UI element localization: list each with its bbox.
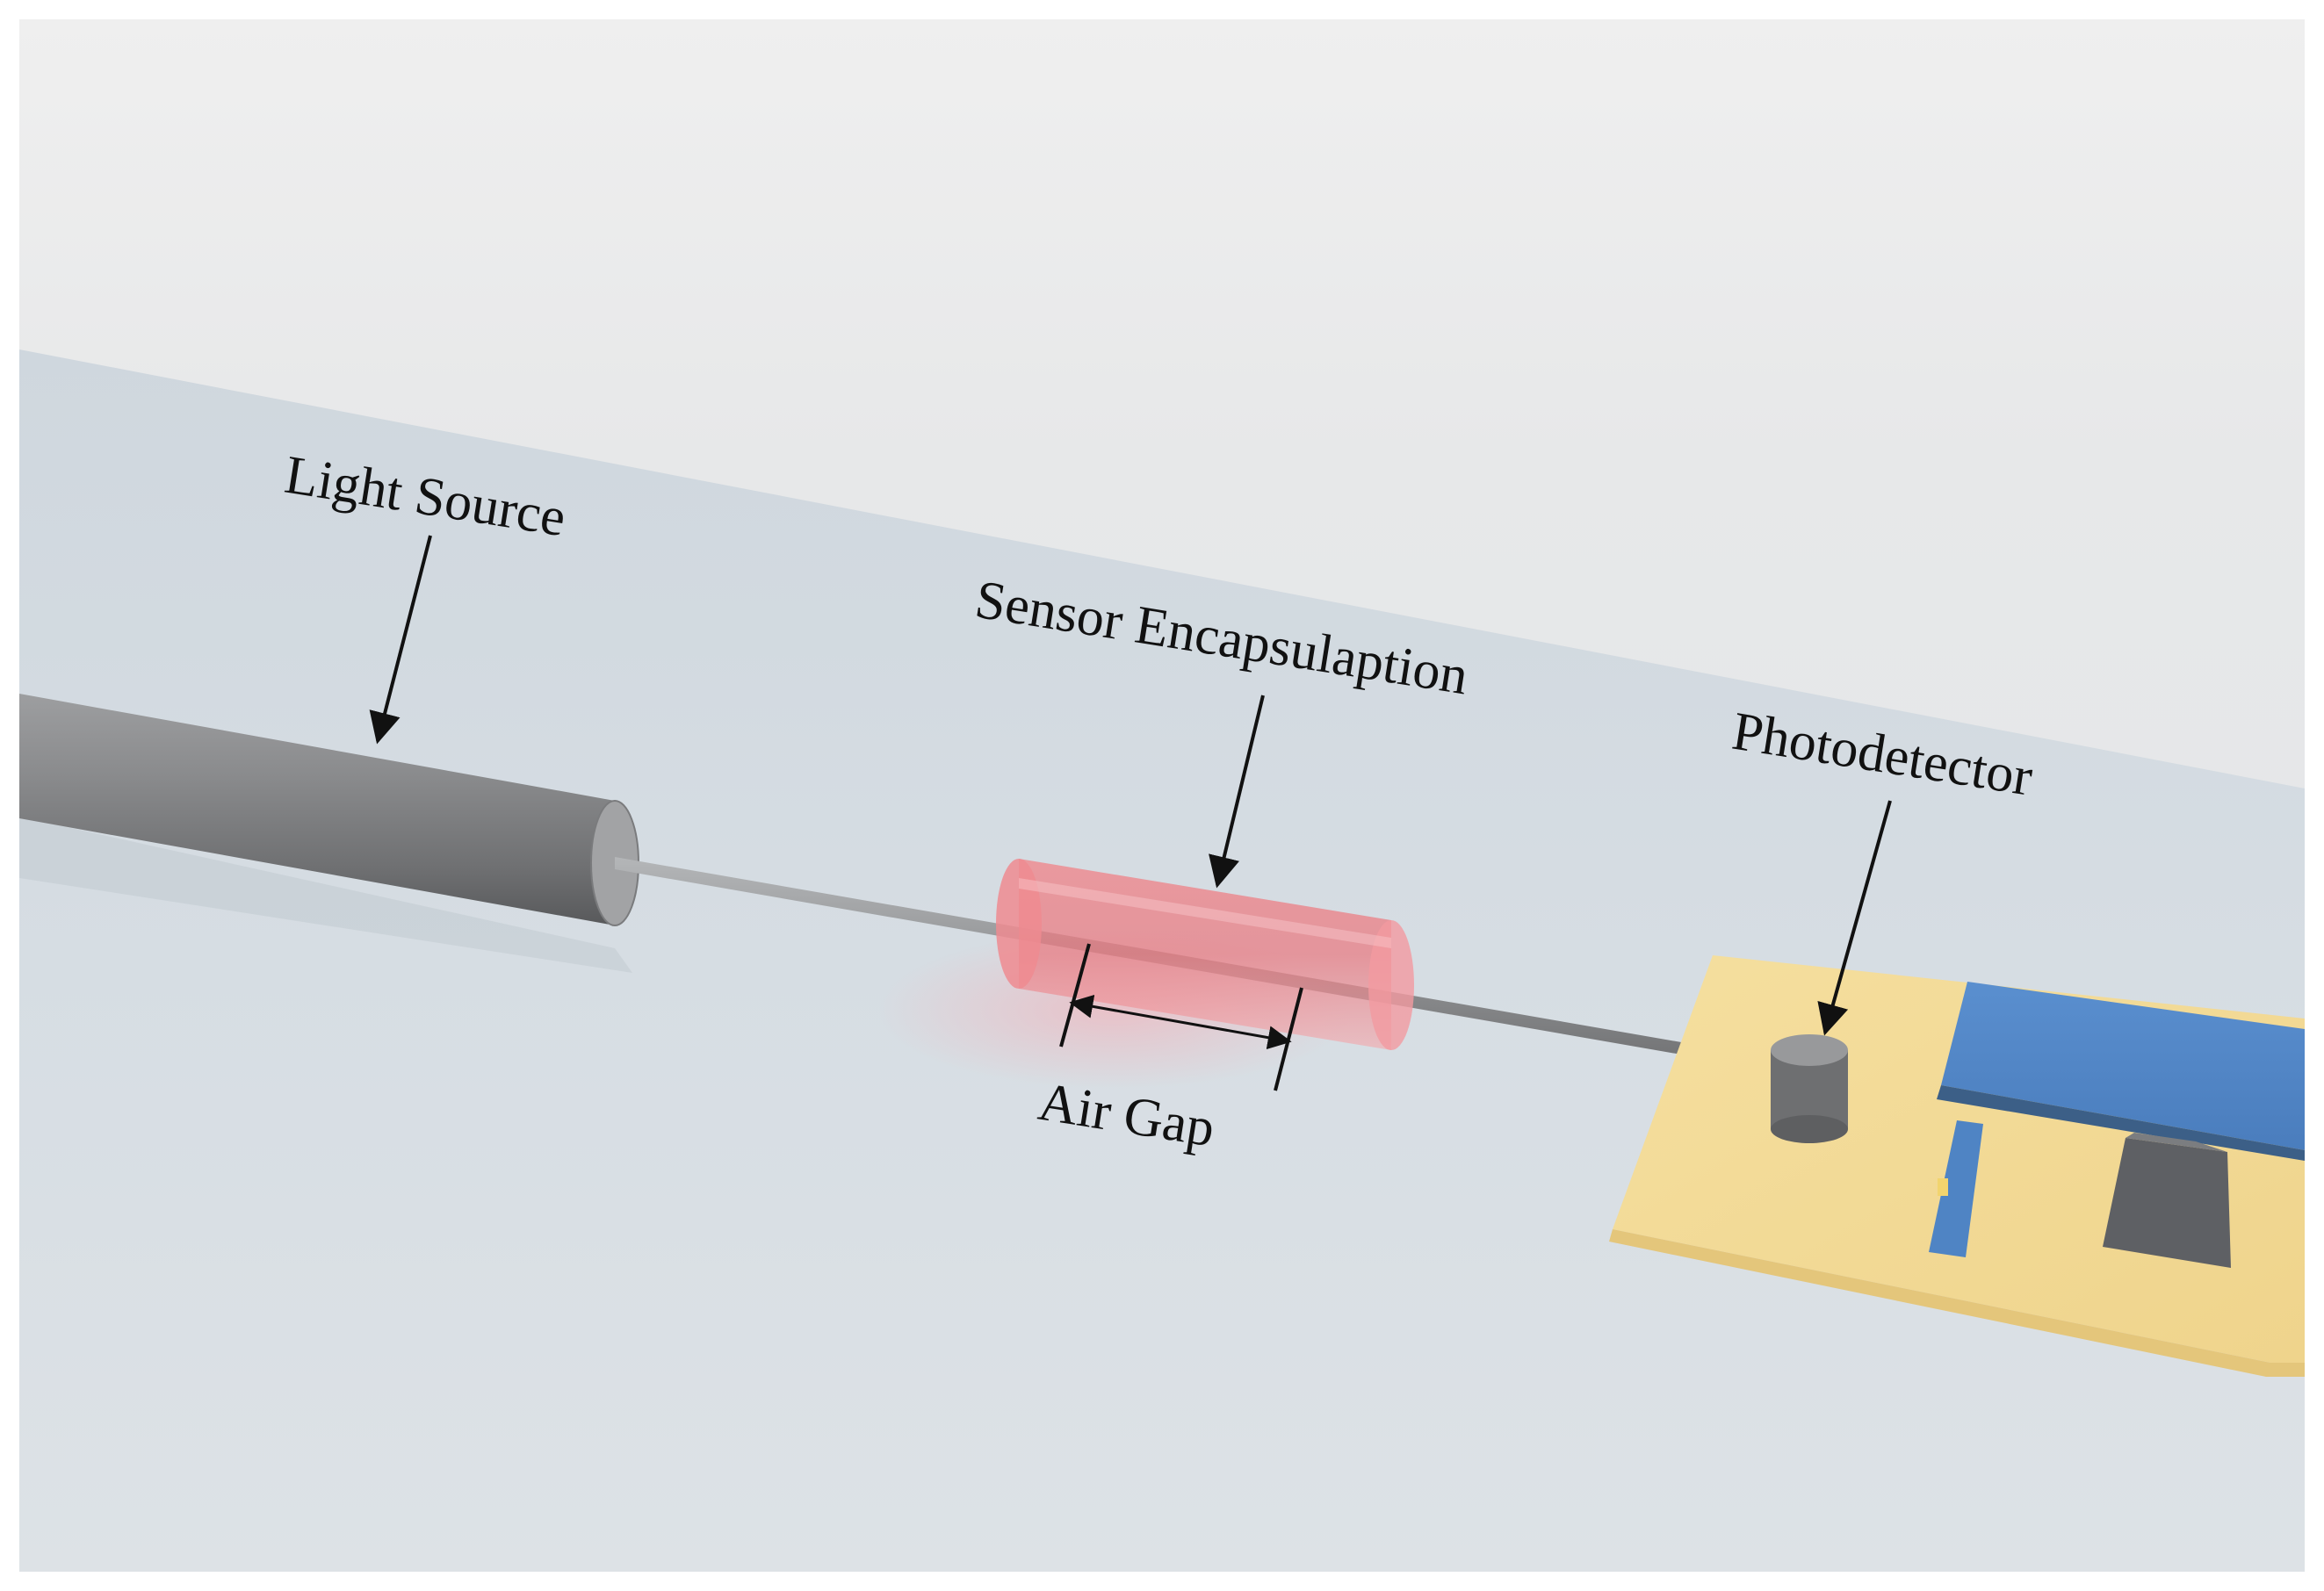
air-gap-marker [1059,943,1303,1091]
dark-component [2103,1133,2231,1268]
photodetector-arrow [1817,800,1892,1036]
light-source-arrow [369,535,432,745]
rod-shadow [19,817,632,973]
sensor-encapsulation-arrow [1209,695,1265,889]
small-blue-component [1929,1120,1983,1257]
photodetector [1771,1034,1848,1143]
blue-component [1937,982,2305,1161]
